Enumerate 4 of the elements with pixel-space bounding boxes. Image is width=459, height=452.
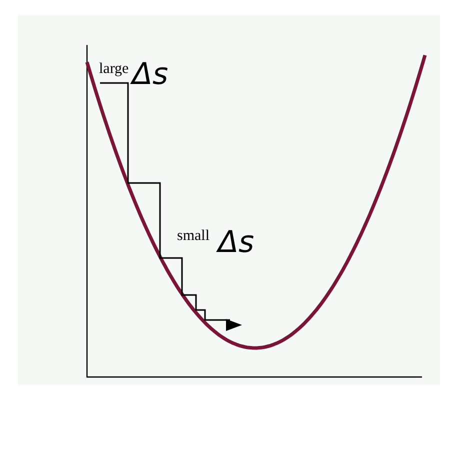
step-size-label: small bbox=[177, 229, 210, 244]
step-size-label: large bbox=[99, 62, 129, 77]
step-size-symbol: Δs bbox=[218, 228, 254, 258]
step-size-symbol: Δs bbox=[132, 60, 168, 90]
